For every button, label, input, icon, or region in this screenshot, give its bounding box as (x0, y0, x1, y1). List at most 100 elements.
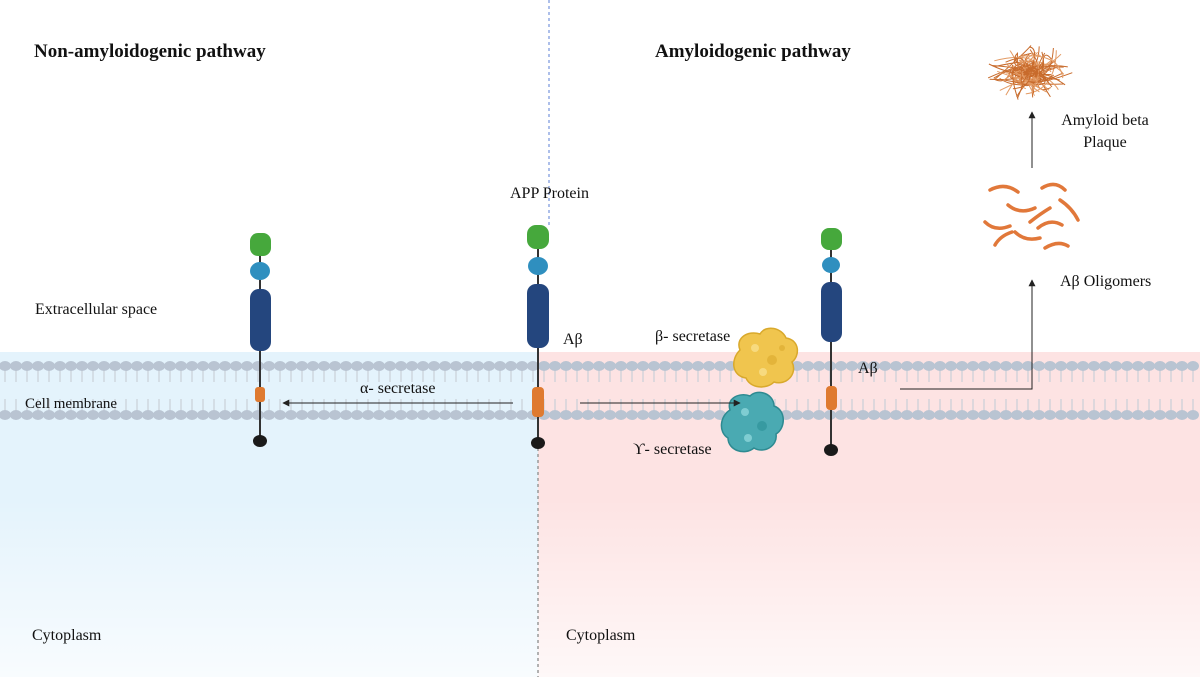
lipid-head (109, 410, 121, 420)
lipid-head (439, 361, 451, 371)
lipid-head (186, 361, 198, 371)
oligomer-fragment (1043, 241, 1070, 250)
lipid-head (989, 361, 1001, 371)
lipid-head (219, 361, 231, 371)
lipid-head (417, 361, 429, 371)
lipid-head (494, 361, 506, 371)
lipid-head (549, 410, 561, 420)
lipid-head (32, 410, 44, 420)
lipid-head (10, 361, 22, 371)
app-navy-domain-right (821, 282, 842, 342)
lipid-head (692, 361, 704, 371)
lipid-head (1066, 410, 1078, 420)
lipid-head (384, 410, 396, 420)
lipid-head (153, 361, 165, 371)
left-pathway-title: Non-amyloidogenic pathway (34, 41, 266, 62)
lipid-head (32, 361, 44, 371)
oligomer-fragment (1058, 198, 1080, 222)
plaque-fibril (997, 70, 1041, 82)
lipid-head (802, 410, 814, 420)
lipid-head (934, 361, 946, 371)
lipid-head (560, 361, 572, 371)
lipid-head (76, 361, 88, 371)
lipid-head (285, 410, 297, 420)
lipid-head (967, 361, 979, 371)
lipid-head (351, 410, 363, 420)
center-abeta-label: Aβ (563, 331, 583, 348)
lipid-head (681, 410, 693, 420)
lipid-head (879, 361, 891, 371)
lipid-head (967, 410, 979, 420)
lipid-head (857, 361, 869, 371)
plaque-label-line1: Amyloid beta (1061, 112, 1149, 129)
lipid-head (868, 410, 880, 420)
lipid-head (1099, 410, 1111, 420)
lipid-head (1132, 410, 1144, 420)
lipid-head (373, 410, 385, 420)
lipid-head (527, 361, 539, 371)
lipid-head (1088, 361, 1100, 371)
lipid-head (65, 410, 77, 420)
lipid-head (98, 410, 110, 420)
lipid-head (681, 361, 693, 371)
lipid-head (1176, 410, 1188, 420)
app-green-domain-right (821, 228, 842, 250)
lipid-head (1077, 410, 1089, 420)
lipid-head (1000, 361, 1012, 371)
lipid-head (1055, 410, 1067, 420)
lipid-head (945, 361, 957, 371)
lipid-head (43, 361, 55, 371)
oligomer-fragment (1040, 182, 1067, 192)
lipid-head (21, 361, 33, 371)
lipid-head (307, 410, 319, 420)
right-cytoplasm-label: Cytoplasm (566, 627, 636, 644)
plaque-fibril (1008, 59, 1053, 79)
lipid-head (637, 410, 649, 420)
lipid-head (0, 410, 11, 420)
lipid-head (1143, 410, 1155, 420)
lipid-head (450, 410, 462, 420)
lipid-head (670, 410, 682, 420)
lipid-head (626, 410, 638, 420)
lipid-head (890, 410, 902, 420)
lipid-head (835, 361, 847, 371)
lipid-head (307, 361, 319, 371)
lipid-head (604, 410, 616, 420)
lipid-head (362, 361, 374, 371)
lipid-head (1165, 361, 1177, 371)
lipid-head (197, 361, 209, 371)
lipid-head (516, 410, 528, 420)
plaque-fibril (1006, 64, 1047, 93)
lipid-head (318, 361, 330, 371)
lipid-head (252, 410, 264, 420)
lipid-head (912, 410, 924, 420)
lipid-head (582, 410, 594, 420)
lipid-head (1176, 361, 1188, 371)
lipid-head (945, 410, 957, 420)
lipid-head (208, 361, 220, 371)
lipid-head (98, 361, 110, 371)
app-protein-center (527, 225, 549, 449)
lipid-head (1066, 361, 1078, 371)
lipid-head (54, 410, 66, 420)
lipid-head (494, 410, 506, 420)
lipid-head (120, 410, 132, 420)
lipid-head (593, 361, 605, 371)
lipid-head (197, 410, 209, 420)
lipid-head (76, 410, 88, 420)
app-tail-left (253, 435, 267, 447)
lipid-head (373, 361, 385, 371)
right-zone-fade (538, 352, 1200, 677)
lipid-head (164, 361, 176, 371)
lipid-head (604, 361, 616, 371)
lipid-head (43, 410, 55, 420)
lipid-head (703, 361, 715, 371)
lipid-head (439, 410, 451, 420)
lipid-head (571, 410, 583, 420)
lipid-head (934, 410, 946, 420)
plaque-fibril (1041, 54, 1052, 70)
app-abeta-fragment-left (255, 387, 265, 402)
lipid-head (846, 361, 858, 371)
lipid-head (1033, 361, 1045, 371)
lipid-head (1011, 361, 1023, 371)
